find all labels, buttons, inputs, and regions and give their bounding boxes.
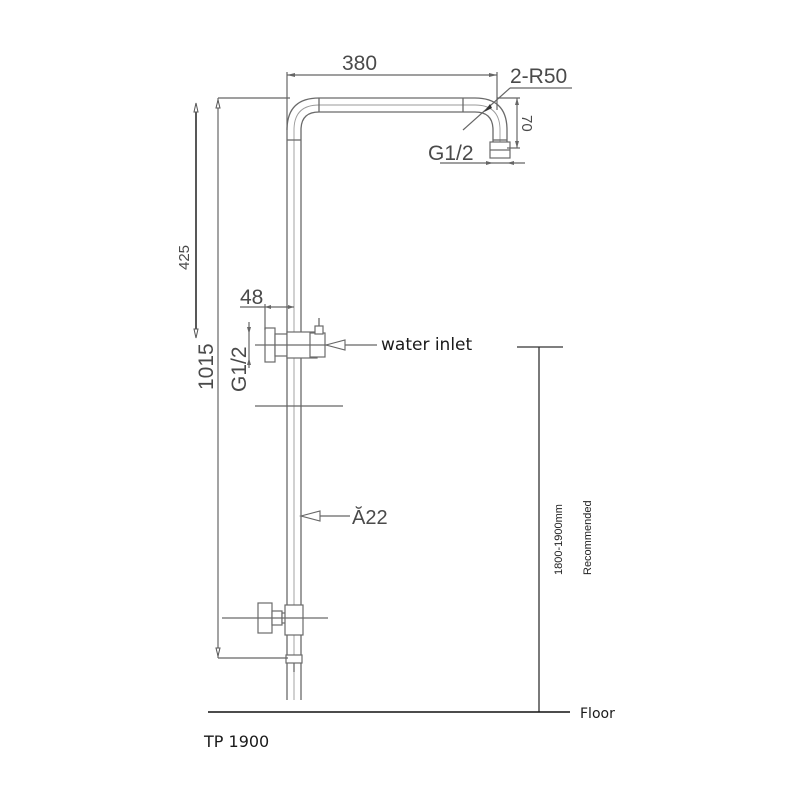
- head-thread-label: G1/2: [428, 142, 474, 165]
- dimension-head-drop: 70: [497, 97, 535, 149]
- pipe-diameter-label: Ă22: [352, 506, 388, 529]
- floor-line: Floor: [208, 706, 615, 722]
- dimension-bend-radius: 2-R50: [462, 65, 572, 131]
- inlet-offset-label: 48: [240, 286, 263, 309]
- dimension-inlet-thread: G1/2: [228, 322, 251, 392]
- dimension-total-height: 1015: [195, 97, 290, 659]
- diverter-valve: [255, 318, 335, 363]
- dimension-top-to-inlet: 425: [176, 102, 199, 339]
- height-range-label: 1800-1900mm: [553, 504, 565, 575]
- recommended-label: Recommended: [582, 500, 594, 575]
- water-inlet-callout: water inlet: [323, 335, 473, 355]
- bottom-valve: [222, 602, 328, 672]
- shower-riser-pipe: [286, 97, 511, 700]
- inlet-thread-label: G1/2: [228, 346, 251, 392]
- bend-radius-label: 2-R50: [510, 65, 567, 88]
- total-height-label: 1015: [195, 343, 218, 390]
- dimension-inlet-offset: 48: [240, 286, 294, 330]
- top-to-inlet-label: 425: [176, 245, 193, 270]
- dimension-head-thread: G1/2: [428, 142, 525, 165]
- recommended-height-dimension: 1800-1900mm Recommended: [517, 346, 594, 712]
- water-inlet-label: water inlet: [381, 335, 473, 355]
- model-name: TP 1900: [203, 732, 269, 751]
- floor-label: Floor: [580, 706, 615, 722]
- pipe-diameter-callout: Ă22: [298, 506, 388, 529]
- dimension-arm-width: 380: [286, 52, 498, 130]
- arm-width-label: 380: [342, 52, 377, 75]
- head-drop-label: 70: [518, 115, 535, 132]
